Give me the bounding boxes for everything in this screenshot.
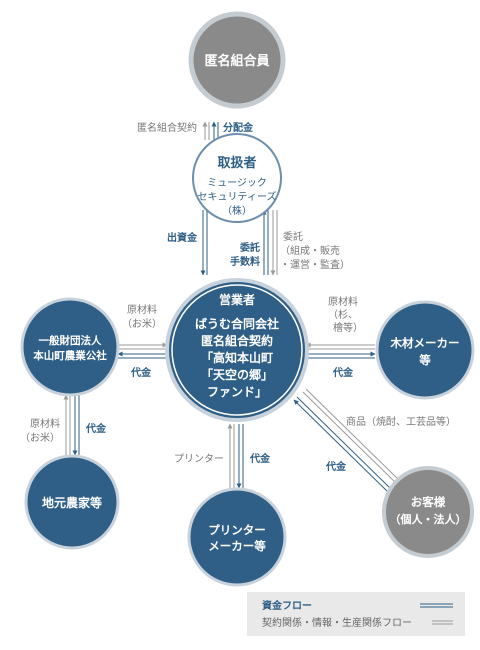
flow-daikin-left: [117, 351, 167, 359]
node-label-line3: （株）: [222, 204, 252, 217]
label-daikin-customer: 代金: [325, 460, 347, 473]
flow-genzairyo-okome: [118, 342, 168, 350]
label-genzairyo-sugi-line3: 檜等）: [333, 321, 363, 334]
flow-shohin: [302, 388, 402, 486]
label-daikin-left: 代金: [130, 366, 152, 379]
legend: 資金フロー 契約関係・情報・生産関係フロー: [247, 592, 465, 636]
flow-bunpaikin: [211, 121, 219, 140]
connectors: [63, 121, 402, 494]
node-label: 匿名組合員: [204, 53, 269, 69]
node-printer-maker: プリンター メーカー等: [187, 487, 287, 587]
node-label-line2: （個人・法人）: [390, 512, 467, 526]
flow-daikin-customer: [293, 396, 393, 494]
flow-tokumei-keiyaku: [202, 121, 210, 140]
label-printer: プリンター: [174, 453, 224, 465]
node-ippan-zaidan: 一般財団法人 本山町農業公社: [20, 297, 120, 397]
label-itaku-line2: 手数料: [230, 255, 260, 268]
node-eigyosha: 営業者 ばうむ合同会社 匿名組合契約 「高知本山町 「天空の郷」 ファンド」: [165, 278, 309, 422]
legend-contract-flow-label: 契約関係・情報・生産関係フロー: [262, 616, 412, 629]
flow-shusshikin: [200, 210, 208, 276]
node-label-line2: 匿名組合契約: [201, 333, 273, 348]
node-label: 地元農家等: [42, 495, 102, 510]
legend-box: [247, 592, 465, 636]
legend-fund-flow-label: 資金フロー: [262, 599, 312, 612]
flow-itaku: [270, 210, 278, 276]
label-shusshikin: 出資金: [167, 231, 198, 244]
label-genzairyo-okome-line1: 原材料: [127, 303, 157, 316]
flow-printer: [227, 423, 235, 488]
node-label-line1: 木材メーカー: [390, 336, 460, 350]
node-title: 取扱者: [217, 155, 256, 171]
flow-daikin-bottom-left: [72, 395, 80, 456]
label-daikin-printer: 代金: [249, 452, 271, 465]
node-label-line2: 等: [418, 353, 431, 367]
legend-contract-flow-swatch: [432, 620, 453, 625]
node-tokumei-kumiaiin: 匿名組合員: [188, 11, 286, 109]
node-label-line3: 「高知本山町: [201, 350, 273, 365]
flow-genzairyo-sugi: [305, 342, 375, 350]
legend-fund-flow-swatch: [420, 603, 453, 608]
node-label-line1: ミュージック: [207, 177, 267, 189]
label-genzairyo-okome-bottom-line2: （お米）: [20, 431, 60, 444]
flow-labels: 匿名組合契約 分配金 出資金 委託 手数料 委託 （組成・販売 ・運営・監査） …: [20, 121, 456, 473]
node-title: 営業者: [219, 292, 255, 307]
flow-genzairyo-okome-bottom: [63, 394, 71, 455]
label-daikin-bottom-left: 代金: [85, 422, 107, 435]
node-label-line2: 本山町農業公社: [33, 349, 107, 362]
label-bunpaikin: 分配金: [223, 121, 254, 134]
label-tokumei-keiyaku: 匿名組合契約: [137, 121, 197, 134]
flow-itaku-tesuryo: [261, 209, 269, 275]
label-itaku-line1: 委託: [239, 241, 260, 254]
label-itaku-detail-line1: 委託: [283, 230, 303, 243]
label-itaku-detail-line3: ・運営・監査）: [280, 258, 350, 271]
node-mokuzai-maker: 木材メーカー 等: [375, 300, 475, 400]
node-okyakusama: お客様 （個人・法人）: [382, 466, 474, 558]
node-label-line4: 「天空の郷」: [201, 367, 273, 382]
label-genzairyo-okome-line2: （お米）: [122, 317, 162, 330]
label-genzairyo-sugi-line2: （杉、: [328, 308, 358, 321]
flow-daikin-printer: [236, 424, 244, 489]
label-genzairyo-okome-bottom-line1: 原材料: [30, 417, 60, 430]
label-genzairyo-sugi-line1: 原材料: [328, 295, 358, 308]
node-label-line1: 一般財団法人: [39, 334, 102, 347]
label-shohin: 商品（焼酎、工芸品等）: [346, 415, 456, 428]
node-jimoto-noka: 地元農家等: [24, 454, 120, 550]
node-label-line1: プリンター: [208, 523, 266, 537]
node-label-line2: メーカー等: [208, 539, 266, 553]
node-label-line1: ばうむ合同会社: [195, 316, 279, 331]
node-label-line1: お客様: [411, 495, 446, 509]
node-label-line2: セキュリティーズ: [198, 190, 277, 203]
node-label-line5: ファンド」: [207, 385, 267, 399]
label-daikin-right: 代金: [332, 366, 354, 379]
flow-daikin-right: [306, 351, 376, 359]
label-itaku-detail-line2: （組成・販売: [280, 244, 340, 257]
node-toriatsukaisha: 取扱者 ミュージック セキュリティーズ （株）: [192, 133, 282, 223]
